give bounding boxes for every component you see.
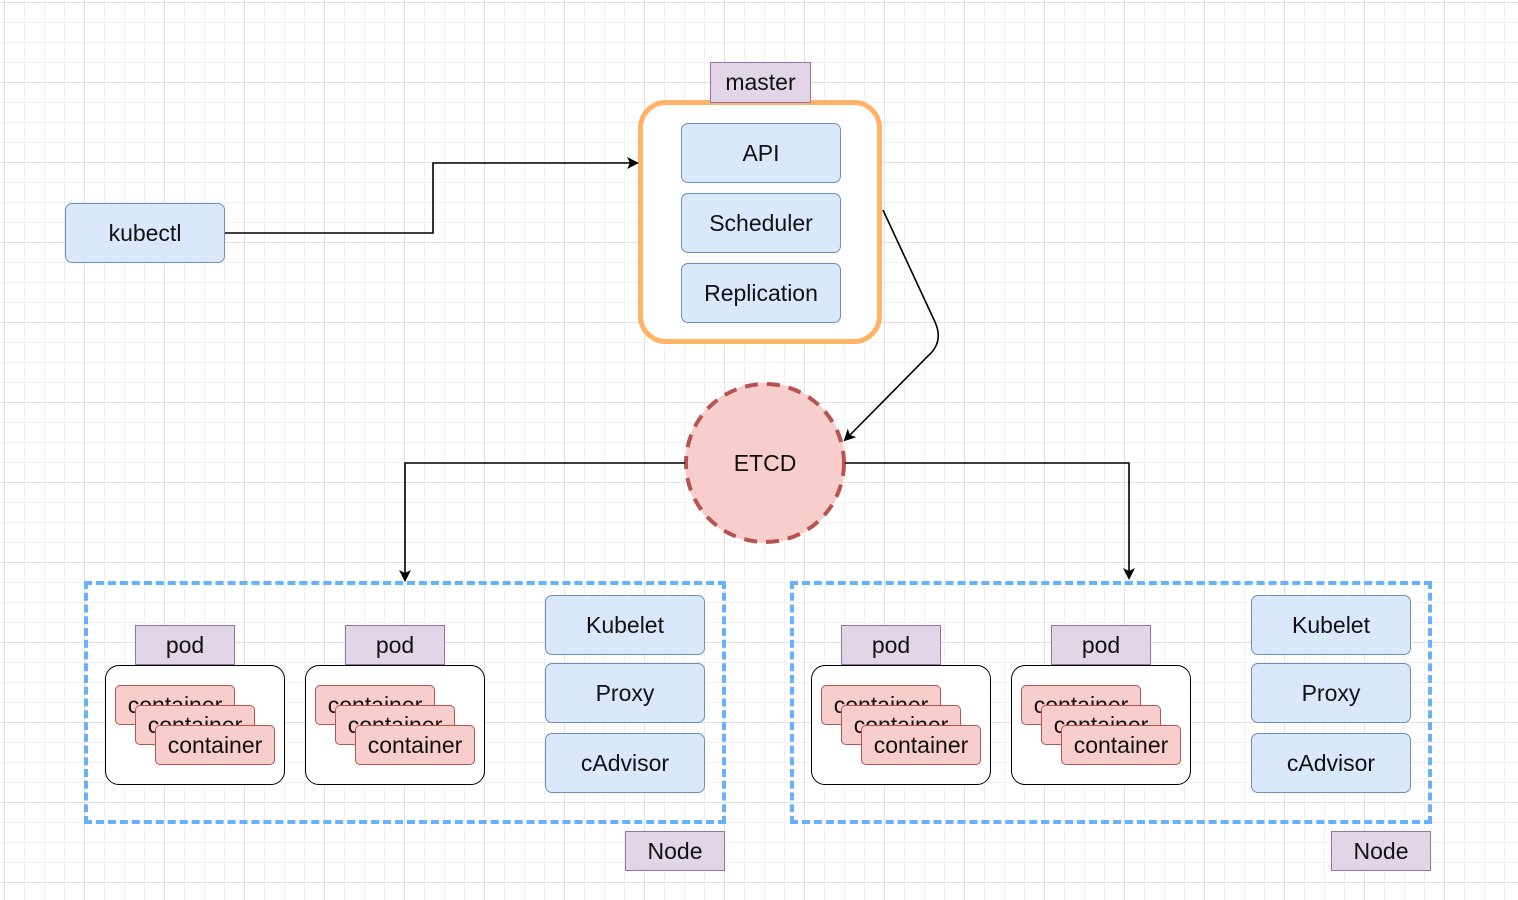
node-1-kubelet-box[interactable]: Kubelet [545, 595, 705, 655]
node-1-cadvisor-box[interactable]: cAdvisor [545, 733, 705, 793]
node-1-pod-2-label: pod [345, 625, 445, 665]
node-2-pod-1-container-3[interactable]: container [861, 725, 981, 765]
node-1-boundary[interactable] [84, 581, 726, 824]
node-2-pod-2-label: pod [1051, 625, 1151, 665]
arrow-etcd-to-node-2 [845, 462, 1135, 580]
node-1-pod-1-container-3[interactable]: container [155, 725, 275, 765]
replication-box[interactable]: Replication [681, 263, 841, 323]
scheduler-box[interactable]: Scheduler [681, 193, 841, 253]
node-2-pod-2-container-3[interactable]: container [1061, 725, 1181, 765]
node-2-cadvisor-box[interactable]: cAdvisor [1251, 733, 1411, 793]
node-2-boundary[interactable] [790, 581, 1432, 824]
node-1-pod-1-label: pod [135, 625, 235, 665]
master-label: master [710, 62, 811, 103]
node-2-pod-1-label: pod [841, 625, 941, 665]
node-2-proxy-box[interactable]: Proxy [1251, 663, 1411, 723]
api-box[interactable]: API [681, 123, 841, 183]
node-1-proxy-box[interactable]: Proxy [545, 663, 705, 723]
arrow-kubectl-to-master [225, 157, 639, 234]
node-1-label: Node [625, 831, 725, 871]
kubectl-box[interactable]: kubectl [65, 203, 225, 263]
etcd-circle[interactable]: ETCD [685, 383, 845, 543]
node-1-pod-2-container-3[interactable]: container [355, 725, 475, 765]
node-2-label: Node [1331, 831, 1431, 871]
arrow-etcd-to-node-1 [399, 462, 685, 582]
node-2-kubelet-box[interactable]: Kubelet [1251, 595, 1411, 655]
